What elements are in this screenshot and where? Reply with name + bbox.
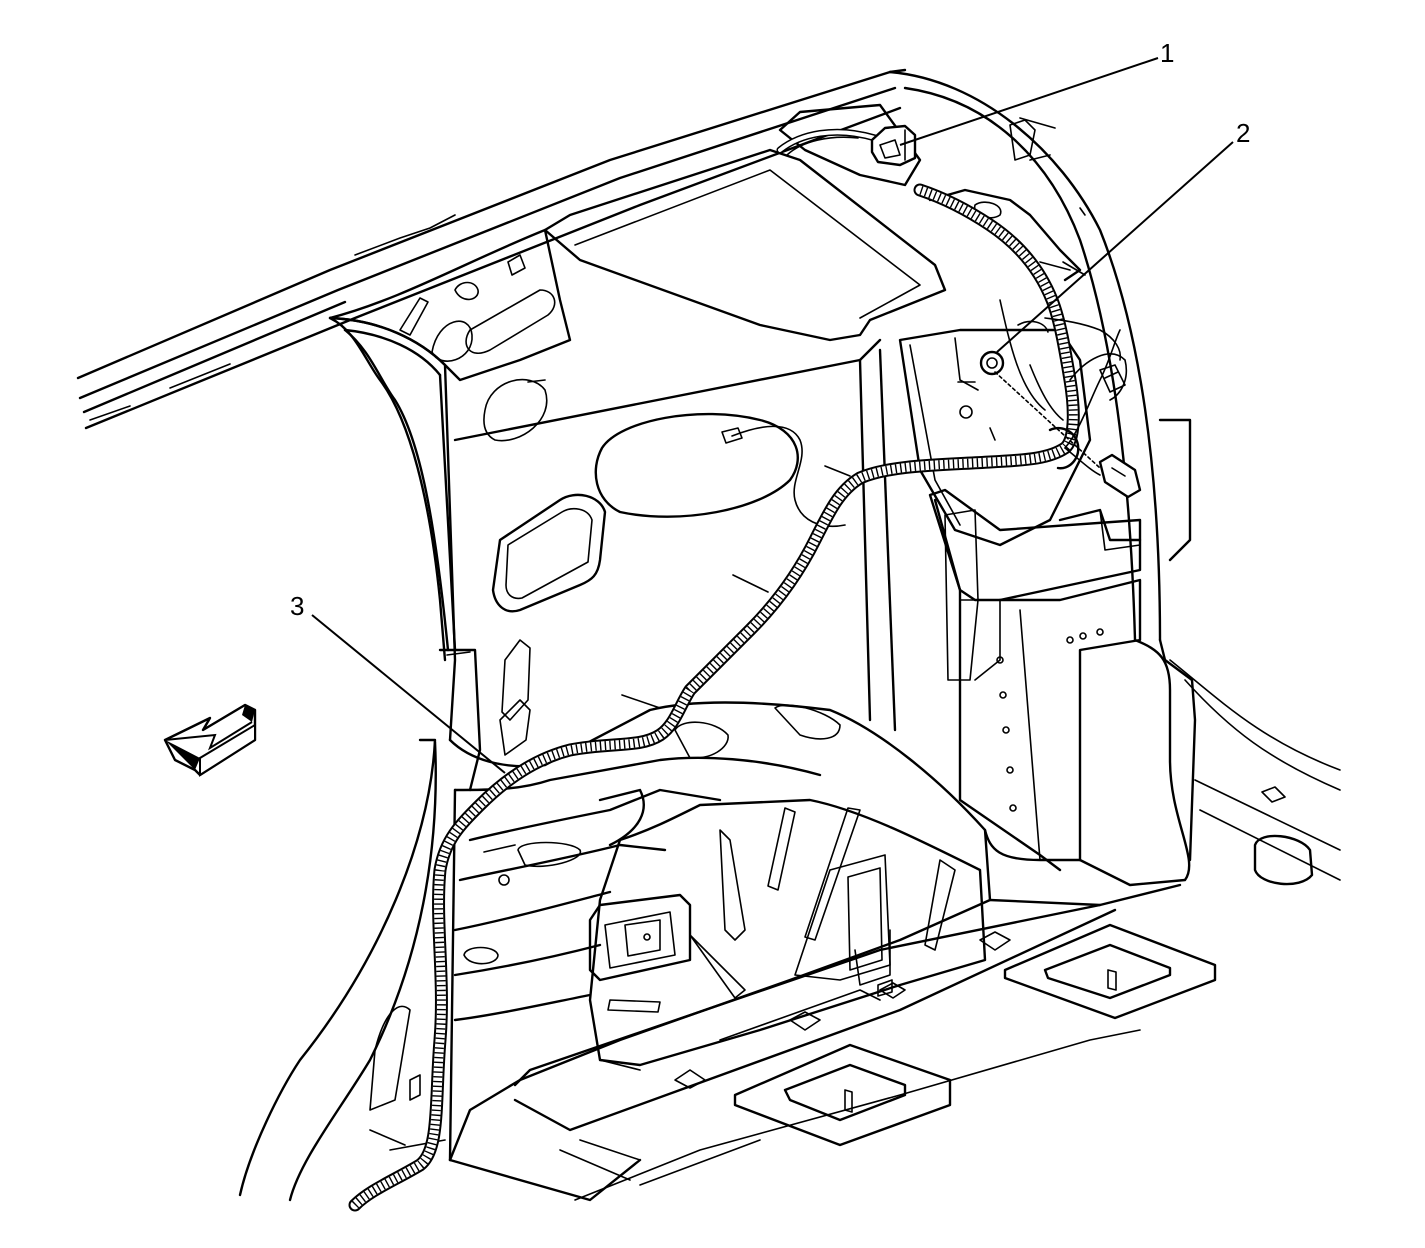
quarter-outer-edge xyxy=(238,316,482,1202)
rear-body-structure xyxy=(898,328,1341,887)
rear-window-opening xyxy=(543,103,947,342)
harness-3 xyxy=(348,183,1128,1212)
ground-bolt-2 xyxy=(979,320,1142,499)
callout-label-2: 2 xyxy=(1236,118,1250,148)
c-pillar-inner xyxy=(328,228,572,442)
callout-label-1: 1 xyxy=(1160,38,1174,68)
callout-leaders xyxy=(311,57,1234,774)
front-direction-arrow-icon xyxy=(163,703,257,777)
inner-quarter-panel xyxy=(328,316,897,756)
wheelhouse xyxy=(448,701,992,1162)
upper-rear-corner xyxy=(928,117,1086,282)
connector-1 xyxy=(776,124,917,167)
callout-label-3: 3 xyxy=(290,591,304,621)
lower-floor xyxy=(448,828,1217,1202)
